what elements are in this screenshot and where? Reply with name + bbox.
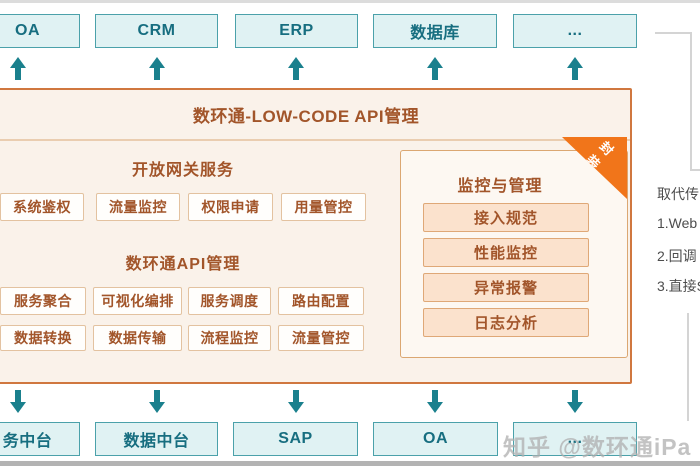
system-label: SAP [278, 430, 313, 447]
arrow-down-icon [10, 390, 26, 414]
annotation-line: 取代传 [657, 186, 699, 202]
api-mgmt-item: 流程监控 [188, 325, 271, 351]
monitor-item: 性能监控 [423, 238, 589, 267]
api-mgmt-section-title: 数环通API管理 [125, 256, 241, 273]
arrow-up-icon [149, 57, 165, 81]
system-box-bottom-oa: OA [373, 422, 498, 456]
system-label: OA [423, 430, 448, 447]
api-mgmt-item: 服务聚合 [0, 287, 86, 315]
connector-line [655, 32, 692, 34]
api-mgmt-item: 可视化编排 [93, 287, 182, 315]
annotation-line: 2.回调 [657, 248, 697, 264]
system-box-top-erp: ERP [235, 14, 358, 48]
api-mgmt-item: 服务调度 [188, 287, 271, 315]
system-box-top-database: 数据库 [373, 14, 497, 48]
arrow-down-icon [288, 390, 304, 414]
api-mgmt-item: 流量管控 [278, 325, 364, 351]
arrow-up-icon [288, 57, 304, 81]
system-box-top-oa: OA [0, 14, 80, 48]
gateway-item: 用量管控 [281, 193, 366, 221]
gateway-section-title: 开放网关服务 [131, 162, 234, 179]
top-edge-band [0, 0, 700, 3]
connector-line [690, 169, 700, 171]
monitor-item: 日志分析 [423, 308, 589, 337]
monitor-panel: 监控与管理 接入规范 性能监控 异常报警 日志分析 [400, 150, 628, 358]
system-box-bottom-more: ... [513, 422, 637, 456]
arrow-down-icon [149, 390, 165, 414]
system-box-top-more: ... [513, 14, 637, 48]
arrow-up-icon [10, 57, 26, 81]
system-label: CRM [137, 22, 176, 39]
system-label: 数据中台 [123, 433, 190, 450]
api-mgmt-item: 路由配置 [278, 287, 364, 315]
system-label: ... [567, 430, 583, 447]
watermark: 知乎 @数环通iPa [503, 434, 692, 460]
gateway-item: 系统鉴权 [0, 193, 84, 221]
arrow-down-icon [427, 390, 443, 414]
system-label: OA [15, 22, 40, 39]
arrow-up-icon [567, 57, 583, 81]
system-box-bottom-sap: SAP [233, 422, 358, 456]
annotation-line: 1.Web [657, 215, 698, 231]
system-label: ERP [279, 22, 314, 39]
api-platform-container: 数环通-LOW-CODE API管理 开放网关服务 系统鉴权 流量监控 权限申请… [0, 88, 632, 384]
system-box-bottom-data-platform: 数据中台 [95, 422, 218, 456]
system-box-bottom-middle-platform: 务中台 [0, 422, 80, 456]
connector-line [690, 32, 692, 171]
monitor-item: 异常报警 [423, 273, 589, 302]
platform-title: 数环通-LOW-CODE API管理 [192, 107, 420, 126]
system-label: 数据库 [410, 25, 460, 42]
monitor-item: 接入规范 [423, 203, 589, 232]
api-mgmt-item: 数据转换 [0, 325, 86, 351]
connector-line [687, 313, 689, 421]
system-label: ... [567, 22, 583, 39]
annotation-line: 3.直接S [657, 278, 700, 294]
gateway-item: 流量监控 [96, 193, 180, 221]
gateway-item: 权限申请 [188, 193, 273, 221]
monitor-panel-title: 监控与管理 [457, 178, 543, 195]
arrow-up-icon [427, 57, 443, 81]
system-box-top-crm: CRM [95, 14, 218, 48]
arrow-down-icon [567, 390, 583, 414]
title-separator [0, 139, 630, 141]
bottom-edge-band [0, 461, 700, 466]
api-mgmt-item: 数据传输 [93, 325, 182, 351]
system-label: 务中台 [2, 433, 53, 450]
